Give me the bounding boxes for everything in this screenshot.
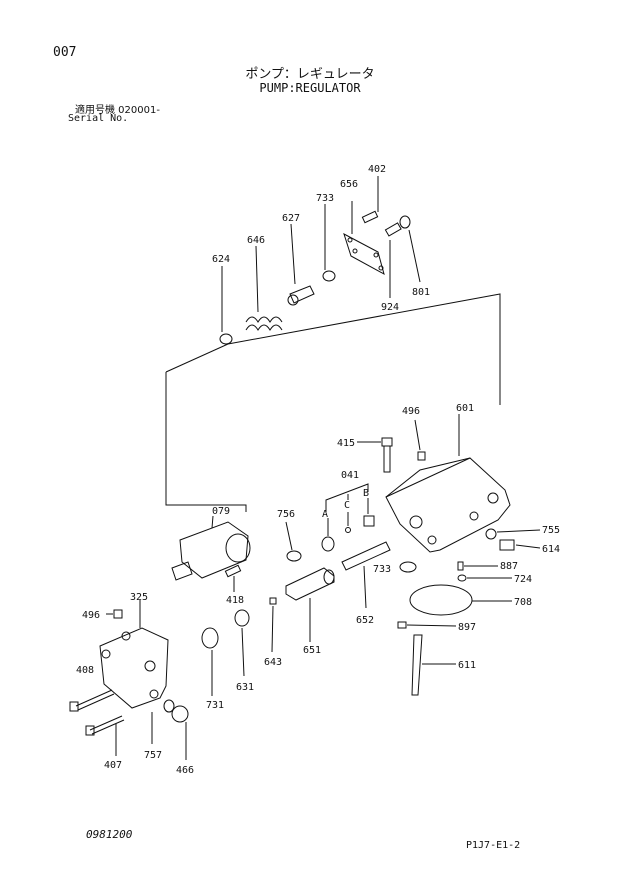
label-643: 643: [264, 657, 282, 668]
bracket-041: [325, 483, 369, 512]
label-801: 801: [412, 287, 430, 298]
spool-652: [341, 541, 391, 609]
screw-418: [224, 564, 242, 592]
shim-624: [219, 266, 233, 345]
label-611: 611: [458, 660, 476, 671]
pin-897: [397, 621, 457, 629]
plug-496-upper: [414, 419, 426, 461]
label-708: 708: [514, 597, 532, 608]
sheet-number: P1J7-E1-2: [466, 840, 521, 851]
label-079: 079: [212, 506, 230, 517]
label-466: 466: [176, 765, 194, 776]
o-ring-757: [151, 699, 175, 744]
nut-801: [399, 215, 421, 283]
o-ring-708: [409, 584, 512, 616]
label-402: 402: [368, 164, 386, 175]
o-ring-731: [201, 627, 219, 696]
label-651: 651: [303, 645, 321, 656]
label-407: 407: [104, 760, 122, 771]
label-646: 646: [247, 235, 265, 246]
pin-c: [345, 512, 351, 533]
diagram-title: PUMP:REGULATOR: [259, 81, 361, 95]
pin-643: [269, 597, 277, 653]
label-496-upper: 496: [402, 406, 420, 417]
page-code: 007: [53, 45, 77, 60]
o-ring-756: [285, 521, 302, 562]
label-627: 627: [282, 213, 300, 224]
serial-label-japanese: 適用号機 020001-: [75, 105, 160, 116]
label-756: 756: [277, 509, 295, 520]
label-755: 755: [542, 525, 560, 536]
cover-plate-656: [343, 201, 385, 276]
casing-601: [385, 414, 511, 553]
bolt-408: [69, 689, 115, 712]
spring-646: [245, 245, 283, 331]
piston-651: [285, 567, 335, 642]
label-631: 631: [236, 682, 254, 693]
label-614: 614: [542, 544, 560, 555]
screw-415: [357, 437, 393, 473]
plug-466: [171, 705, 189, 760]
valve-body-325: [99, 600, 169, 709]
label-601: 601: [456, 403, 474, 414]
label-656: 656: [340, 179, 358, 190]
label-724: 724: [514, 574, 532, 585]
pin-887: [457, 561, 498, 571]
serial-label: Serial No.: [68, 113, 129, 124]
assembly-outline: [165, 293, 501, 405]
piston-a: [321, 518, 335, 552]
label-733-lower: 733: [373, 564, 391, 575]
label-b: B: [363, 488, 369, 499]
plug-924: [384, 222, 402, 298]
label-897: 897: [458, 622, 476, 633]
label-887: 887: [500, 561, 518, 572]
lever-611: [411, 634, 456, 696]
o-ring-733-lower: [399, 561, 417, 573]
label-325: 325: [130, 592, 148, 603]
diagram-title-japanese: ポンプ：レギュレータ: [245, 67, 375, 82]
bolt-402: [361, 176, 379, 224]
label-757: 757: [144, 750, 162, 761]
label-924: 924: [381, 302, 399, 313]
sleeve-b: [363, 498, 375, 527]
o-ring-733-upper: [322, 204, 336, 282]
bolt-407: [85, 715, 125, 756]
o-ring-724: [457, 574, 512, 582]
plug-496-lower: [106, 609, 123, 619]
o-ring-755: [485, 528, 541, 540]
piston-631: [234, 609, 250, 677]
solenoid-079: [171, 515, 251, 581]
label-041: 041: [341, 470, 359, 481]
label-652: 652: [356, 615, 374, 626]
plug-614: [499, 539, 541, 551]
assembly-outline-lower: [165, 372, 247, 512]
label-c: C: [344, 500, 350, 511]
label-a: A: [322, 509, 328, 520]
spring-seat-627: [287, 223, 315, 306]
print-date: 0981200: [86, 828, 133, 841]
label-624: 624: [212, 254, 230, 265]
label-496-lower: 496: [82, 610, 100, 621]
label-733-upper: 733: [316, 193, 334, 204]
label-731: 731: [206, 700, 224, 711]
label-415: 415: [337, 438, 355, 449]
label-408: 408: [76, 665, 94, 676]
label-418: 418: [226, 595, 244, 606]
